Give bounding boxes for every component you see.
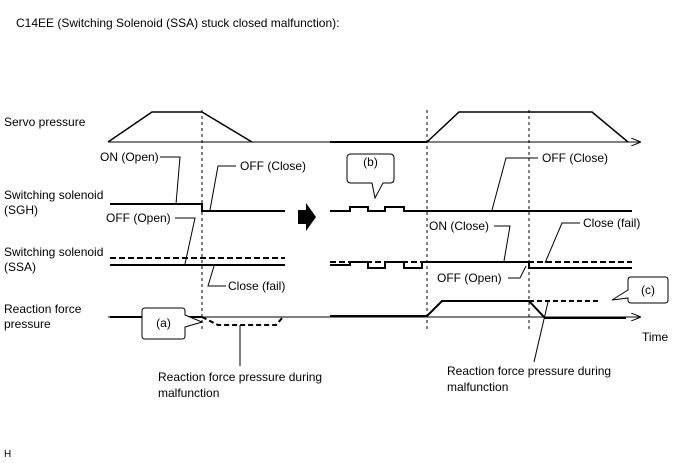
leader-close-fail-right <box>544 222 580 264</box>
label-close-fail-right: Close (fail) <box>583 216 641 230</box>
servo-pressure-right <box>426 111 629 143</box>
label-close-fail-left: Close (fail) <box>228 279 286 293</box>
reaction-left-dashed <box>201 316 284 326</box>
callout-b-label: (b) <box>363 155 378 169</box>
leader-close-fail-left <box>207 265 226 287</box>
label-malfunction-right-2: malfunction <box>447 380 509 394</box>
leader-off-close-left <box>209 165 236 211</box>
label-on-open: ON (Open) <box>100 150 159 164</box>
sgh-left <box>110 203 285 212</box>
label-off-close-left: OFF (Close) <box>240 159 306 173</box>
label-off-open-left: OFF (Open) <box>106 211 171 225</box>
label-on-close-right: ON (Close) <box>429 219 490 233</box>
row-label-sgh-2: (SGH) <box>4 203 38 217</box>
label-malfunction-left-1: Reaction force pressure during <box>158 370 323 384</box>
label-time: Time <box>642 330 669 344</box>
row-label-ssa-1: Switching solenoid <box>4 245 104 259</box>
label-off-open-right: OFF (Open) <box>437 271 502 285</box>
row-label-sgh-1: Switching solenoid <box>4 188 104 202</box>
sgh-right <box>330 206 632 212</box>
callout-a-shape <box>141 307 204 340</box>
callout-c-label: (c) <box>641 283 655 297</box>
diagram-title: C14EE (Switching Solenoid (SSA) stuck cl… <box>16 16 340 30</box>
leader-off-close-right <box>491 157 538 211</box>
footer-mark: H <box>4 449 12 460</box>
leader-off-open-left <box>175 217 196 265</box>
big-arrow <box>298 203 316 231</box>
row-label-reaction-1: Reaction force <box>4 302 82 316</box>
ssa-right-solid <box>330 261 632 269</box>
leader-on-open <box>160 156 181 205</box>
row-label-servo: Servo pressure <box>4 115 86 129</box>
leader-off-open-right <box>508 265 527 279</box>
label-off-close-right: OFF (Close) <box>542 151 608 165</box>
callout-a-label: (a) <box>156 316 171 330</box>
row-label-reaction-2: pressure <box>4 317 51 331</box>
callout-c-shape <box>611 276 669 304</box>
label-malfunction-right-1: Reaction force pressure during <box>447 364 612 378</box>
leader-malfunction-right <box>533 301 549 363</box>
row-label-ssa-2: (SSA) <box>4 260 37 274</box>
label-malfunction-left-2: malfunction <box>158 386 220 400</box>
reaction-right-solid <box>330 300 626 319</box>
callout-b-shape <box>346 153 395 200</box>
leader-on-close-right <box>494 225 511 262</box>
servo-pressure-left <box>107 111 253 143</box>
